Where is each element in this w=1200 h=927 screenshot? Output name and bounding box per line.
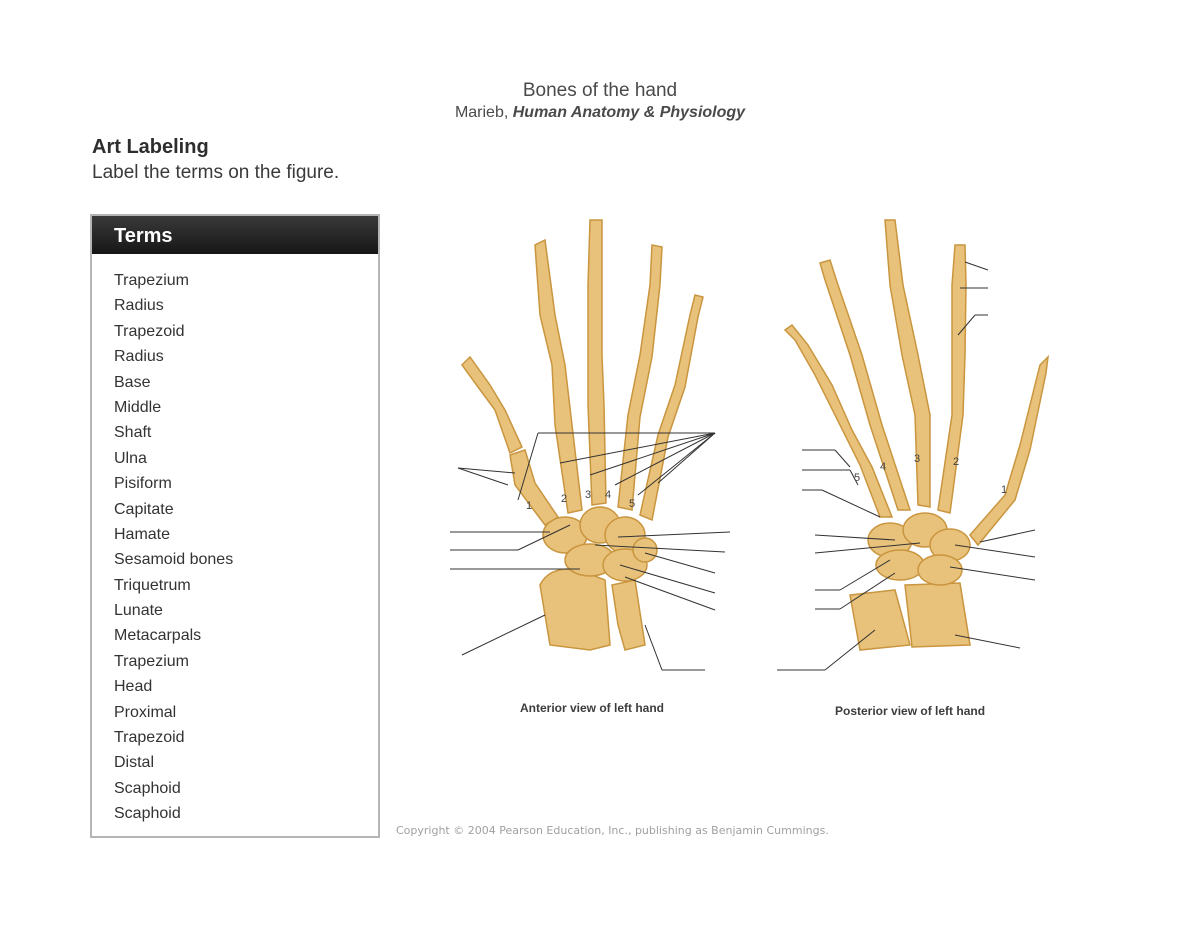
term-item[interactable]: Triquetrum xyxy=(114,576,191,594)
metacarpal-number: 4 xyxy=(880,461,886,473)
metacarpal-number: 3 xyxy=(585,489,591,501)
activity-instructions: Label the terms on the figure. xyxy=(92,162,340,183)
term-item[interactable]: Shaft xyxy=(114,424,152,442)
term-item[interactable]: Base xyxy=(114,373,151,391)
term-item[interactable]: Metacarpals xyxy=(114,627,202,645)
subtitle-book: Human Anatomy & Physiology xyxy=(512,104,746,121)
term-item[interactable]: Pisiform xyxy=(114,475,172,493)
posterior-hand-illustration xyxy=(783,219,1050,651)
anterior-hand-illustration xyxy=(461,219,704,651)
anterior-caption: Anterior view of left hand xyxy=(520,701,664,715)
term-item[interactable]: Trapezoid xyxy=(114,322,185,340)
term-item[interactable]: Head xyxy=(114,678,153,696)
posterior-leader-lines xyxy=(777,261,1036,671)
metacarpal-number: 2 xyxy=(953,456,959,468)
term-item[interactable]: Radius xyxy=(114,348,164,366)
metacarpal-number: 2 xyxy=(561,493,567,505)
copyright-notice: Copyright © 2004 Pearson Education, Inc.… xyxy=(396,824,829,837)
metacarpal-number: 1 xyxy=(1001,484,1007,496)
term-item[interactable]: Middle xyxy=(114,398,162,416)
terms-panel: Terms Trapezium Radius Trapezoid Radius … xyxy=(90,214,380,838)
metacarpal-number: 1 xyxy=(526,500,532,512)
posterior-metacarpal-numbers: 5 4 3 2 1 xyxy=(854,453,1007,496)
term-item[interactable]: Ulna xyxy=(114,449,147,467)
terms-list: Trapezium Radius Trapezoid Radius Base M… xyxy=(92,254,378,827)
term-item[interactable]: Scaphoid xyxy=(114,779,181,797)
term-item[interactable]: Sesamoid bones xyxy=(114,551,234,569)
term-item[interactable]: Radius xyxy=(114,297,164,315)
term-item[interactable]: Trapezium xyxy=(114,652,189,670)
metacarpal-number: 4 xyxy=(605,489,611,501)
metacarpal-number: 3 xyxy=(914,453,920,465)
term-item[interactable]: Lunate xyxy=(114,602,163,620)
metacarpal-number: 5 xyxy=(629,498,635,510)
term-item[interactable]: Proximal xyxy=(114,703,177,721)
page-title: Bones of the hand xyxy=(522,80,678,101)
term-item[interactable]: Scaphoid xyxy=(114,805,181,823)
term-item[interactable]: Trapezoid xyxy=(114,729,185,747)
term-item[interactable]: Distal xyxy=(114,754,155,772)
hand-figure: 1 2 3 4 5 Anterior view of left hand xyxy=(450,219,1050,718)
term-item[interactable]: Capitate xyxy=(114,500,174,518)
term-item[interactable]: Hamate xyxy=(114,525,171,543)
anterior-leader-lines xyxy=(450,432,731,671)
terms-header: Terms xyxy=(92,216,378,254)
page-subtitle: Marieb, Human Anatomy & Physiology xyxy=(0,104,1200,122)
term-item[interactable]: Trapezium xyxy=(114,272,189,289)
subtitle-author: Marieb, xyxy=(454,104,513,121)
posterior-caption: Posterior view of left hand xyxy=(835,704,985,718)
activity-heading: Art Labeling xyxy=(92,136,209,158)
metacarpal-number: 5 xyxy=(854,472,860,484)
anterior-metacarpal-numbers: 1 2 3 4 5 xyxy=(526,489,635,512)
